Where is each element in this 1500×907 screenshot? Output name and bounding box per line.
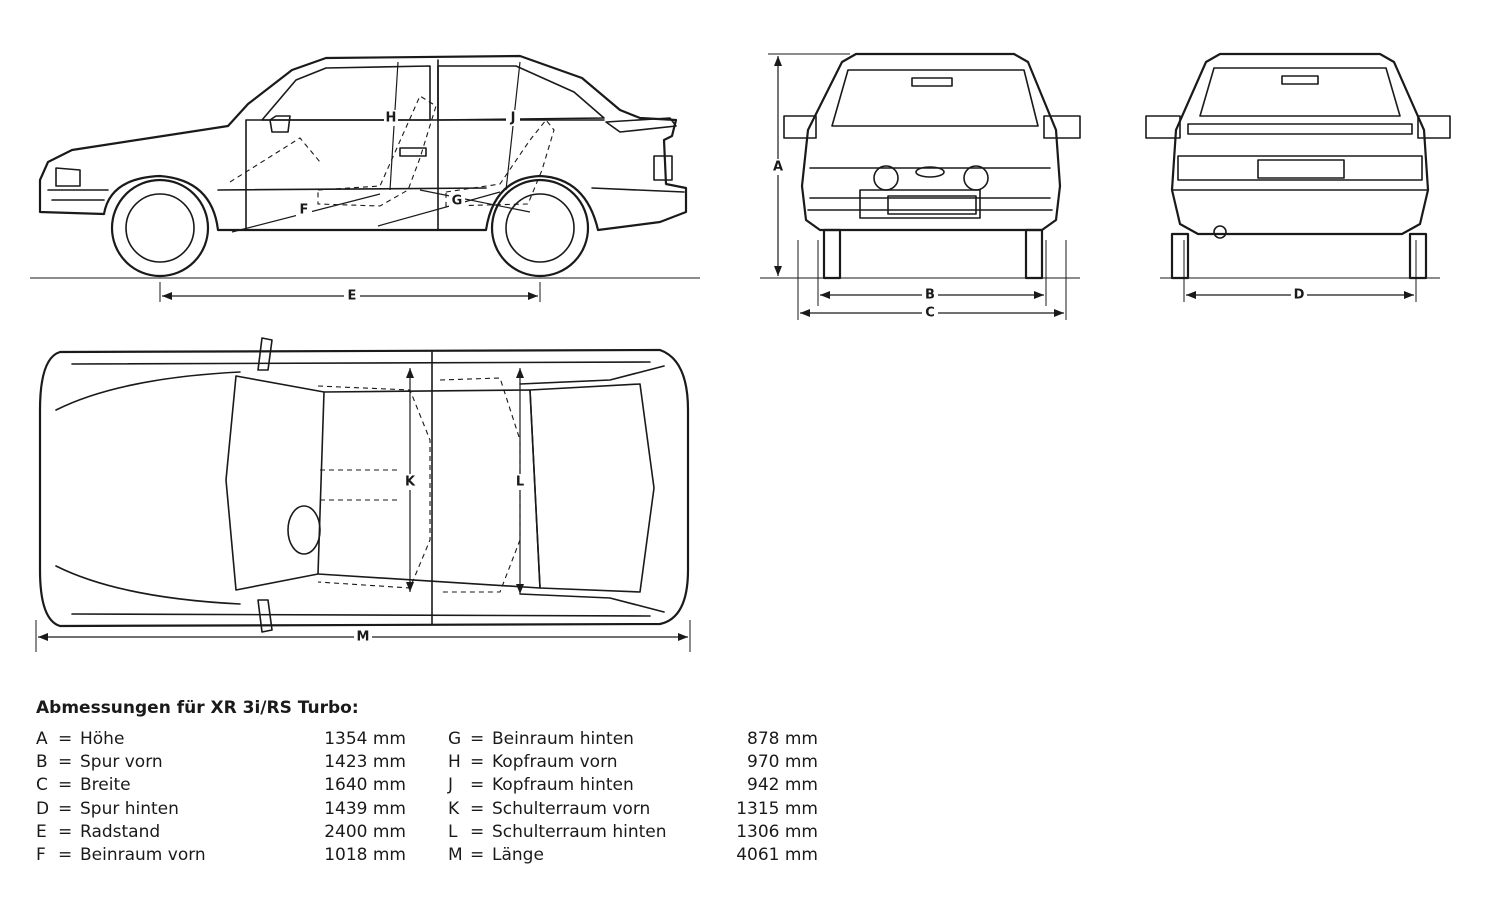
rear-spoiler	[605, 117, 677, 133]
top-view-drawing: K L M	[35, 337, 691, 652]
label-c: C	[925, 306, 935, 321]
rear-window	[1199, 67, 1401, 117]
windscreen-top	[225, 375, 325, 591]
rear-window	[437, 65, 605, 121]
rear-mirrors	[1145, 115, 1451, 139]
door-handle	[399, 147, 427, 157]
label-m: M	[357, 630, 370, 645]
ford-badge	[915, 166, 945, 178]
rear-number-plate	[1257, 159, 1345, 179]
rear-hatch-glass	[529, 383, 655, 593]
fog-lamp-left	[873, 165, 899, 191]
rear-seat-outline	[445, 119, 555, 207]
label-a: A	[773, 160, 783, 175]
label-g: G	[452, 194, 463, 209]
dim-g-line	[377, 191, 501, 227]
rear-lamp-band	[1177, 155, 1423, 181]
front-number-plate	[859, 189, 981, 219]
roof-outline	[317, 389, 541, 589]
front-mirrors	[783, 115, 1081, 139]
label-f: F	[300, 203, 309, 218]
front-body-outline	[800, 52, 1062, 232]
label-d: D	[1294, 288, 1305, 303]
bonnet-lines	[55, 371, 241, 605]
front-seat-outline	[317, 95, 437, 207]
side-trim-lines	[47, 187, 685, 201]
front-seats-top	[317, 385, 431, 589]
front-view-drawing: A B C	[760, 52, 1081, 321]
mirrors-top	[257, 337, 273, 633]
rear-spoiler	[1187, 123, 1413, 135]
headlamp	[55, 167, 81, 187]
label-k: K	[405, 475, 416, 490]
side-body-outline	[38, 54, 688, 232]
windscreen	[831, 69, 1039, 127]
rear-seats-top	[439, 377, 521, 593]
exhaust	[1213, 225, 1227, 239]
front-wheel	[110, 178, 210, 278]
top-body-outline	[38, 348, 690, 628]
sunroof	[287, 505, 321, 555]
rear-view-drawing: D	[1145, 52, 1451, 303]
label-b: B	[925, 288, 935, 303]
tail-lamp	[653, 155, 673, 181]
side-view-drawing: E H J F G	[30, 54, 700, 304]
rear-wheel	[490, 178, 590, 278]
caption-title: Abmessungen für XR 3i/RS Turbo:	[36, 698, 359, 718]
label-e: E	[348, 289, 357, 304]
fog-lamp-right	[963, 165, 989, 191]
label-h: H	[386, 111, 397, 126]
label-j: J	[510, 111, 516, 126]
side-mirror	[269, 115, 291, 133]
door-lines	[245, 59, 605, 231]
label-l: L	[516, 475, 524, 490]
